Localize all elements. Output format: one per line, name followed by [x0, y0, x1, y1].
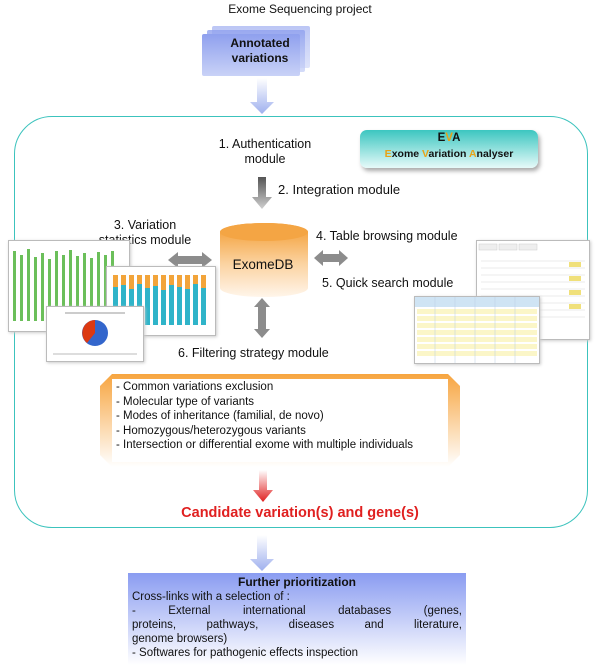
stats-screenshot-pie: [46, 306, 144, 362]
module-integration: 2. Integration module: [278, 182, 401, 197]
module-table-browsing: 4. Table browsing module: [316, 229, 458, 243]
filter-item: - Modes of inheritance (familial, de nov…: [116, 410, 324, 422]
eva-badge: [360, 130, 538, 168]
candidate-output-label: Candidate variation(s) and gene(s): [181, 505, 419, 521]
prioritization-body: Cross-links with a selection of : - Exte…: [132, 590, 462, 660]
arrow-down-prioritization: [250, 535, 274, 571]
arrow-db-filter: [254, 298, 270, 338]
prioritization-item-databases-end: genome browsers): [132, 633, 228, 645]
page-stack-front: [202, 34, 300, 76]
filter-item: - Intersection or differential exome wit…: [116, 439, 414, 451]
prioritization-intro: Cross-links with a selection of :: [132, 591, 290, 603]
prioritization-item-databases: - External international databases (gene…: [132, 605, 462, 617]
eva-fullname: Exome Variation Analyser: [384, 148, 514, 160]
prioritization-item-software: - Softwares for pathogenic effects inspe…: [132, 647, 359, 659]
exomedb-label: ExomeDB: [232, 257, 294, 272]
prioritization-item-databases-cont: proteins, pathways, diseases and literat…: [132, 619, 462, 631]
quick-search-screenshot: [414, 296, 540, 364]
filter-item: - Common variations exclusion: [116, 381, 274, 393]
arrow-down-input: [250, 78, 274, 114]
arrow-down-integration: [252, 177, 272, 209]
exomedb-cylinder-icon: [220, 223, 308, 297]
eva-acronym: EVA: [437, 132, 461, 144]
module-authentication: 1. Authentication module: [218, 137, 312, 166]
filter-criteria-list: - Common variations exclusion - Molecula…: [116, 380, 456, 453]
module-quick-search: 5. Quick search module: [322, 276, 454, 290]
arrow-db-table: [314, 250, 348, 266]
arrow-stats-db: [168, 252, 212, 268]
filter-item: - Homozygous/heterozygous variants: [116, 424, 306, 437]
annotated-variations-label: Annotated variations: [230, 36, 290, 65]
module-filtering-strategy: 6. Filtering strategy module: [178, 346, 329, 360]
filter-item: - Molecular type of variants: [116, 395, 255, 408]
arrow-down-candidate: [253, 470, 273, 502]
project-title: Exome Sequencing project: [228, 2, 372, 16]
prioritization-panel: [128, 573, 466, 665]
prioritization-title: Further prioritization: [238, 575, 356, 589]
filter-criteria-panel: [100, 374, 460, 467]
